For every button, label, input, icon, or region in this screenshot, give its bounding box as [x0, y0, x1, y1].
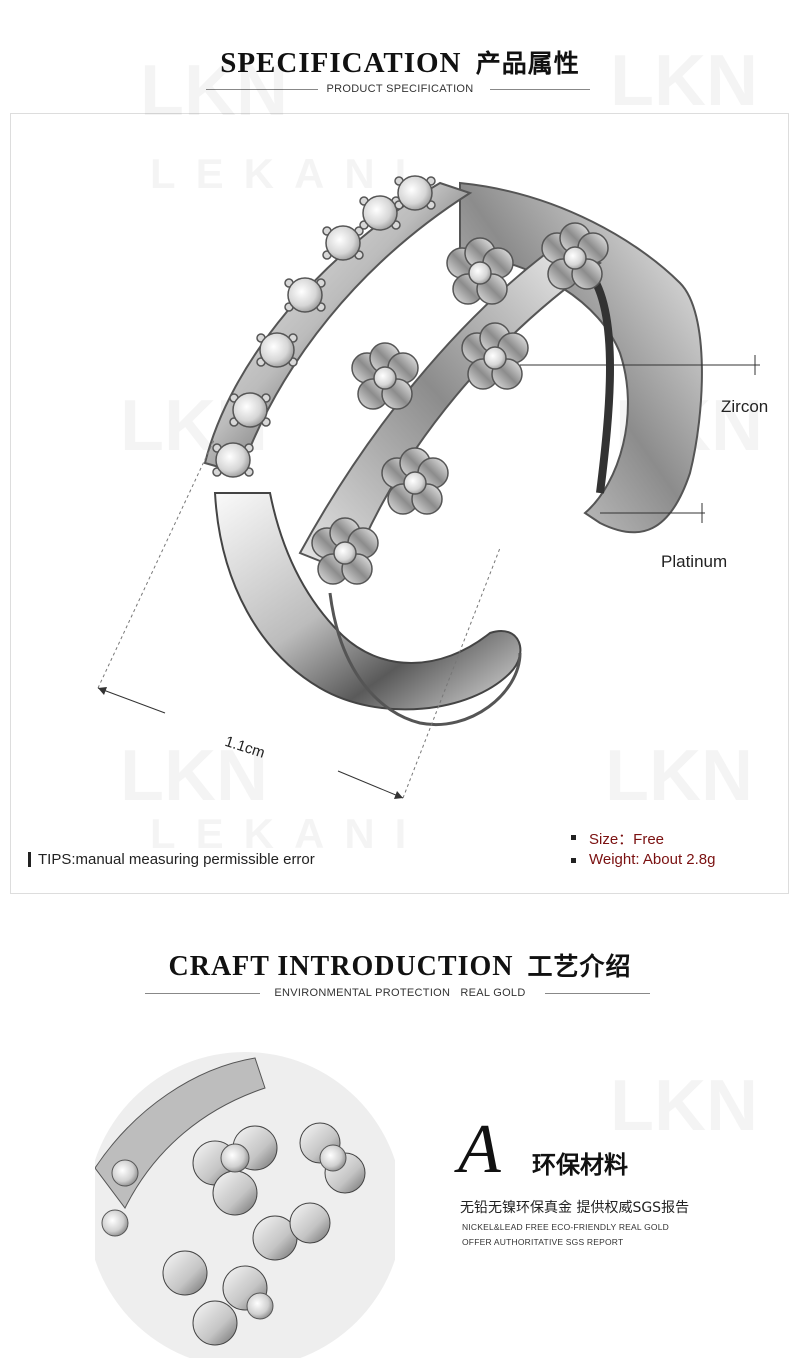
- label-platinum: Platinum: [661, 552, 728, 571]
- craft-letter: A: [458, 1111, 501, 1188]
- spec-subtitle: PRODUCT SPECIFICATION: [326, 83, 474, 95]
- detail-circle-image: [95, 1052, 395, 1358]
- craft-desc-cn: 无铅无镍环保真金 提供权威SGS报告: [460, 1200, 690, 1216]
- zircon-stone: [287, 277, 323, 313]
- ring-front-band-2: [328, 592, 522, 726]
- dim-dash-left: [97, 437, 216, 689]
- watermark-brand: LEKANI: [150, 150, 426, 198]
- craft-desc-en-1: NICKEL&LEAD FREE ECO-FRIENDLY REAL GOLD: [462, 1222, 669, 1232]
- weight-bullet: [571, 858, 576, 863]
- ring-top-band: [203, 181, 473, 475]
- dim-arrowhead-left: [98, 687, 107, 695]
- craft-rule-left: [145, 993, 260, 994]
- watermark-logo: LKN: [140, 50, 288, 132]
- size-bullet: [571, 835, 576, 840]
- detail-flowers: [101, 1122, 366, 1346]
- dim-dash-right: [402, 547, 501, 799]
- flower-zircon: [483, 346, 507, 370]
- zircon-stone: [232, 392, 268, 428]
- ring-front-band: [213, 492, 522, 711]
- craft-title-en: CRAFT INTRODUCTION: [168, 951, 514, 982]
- dim-arrow-left: [97, 687, 166, 714]
- watermark-logo: LKN: [605, 735, 753, 817]
- spec-title-cn: 产品属性: [475, 49, 580, 78]
- flower-zircon: [403, 471, 427, 495]
- watermark-brand: LEKANI: [150, 810, 426, 858]
- dim-arrow-right: [337, 770, 404, 799]
- zircon-stone: [259, 332, 295, 368]
- zircon-stone: [215, 442, 251, 478]
- craft-title-cn: 工艺介绍: [527, 952, 632, 981]
- flower-zircon: [468, 261, 492, 285]
- craft-heading-cn: 环保材料: [532, 1151, 628, 1179]
- zircon-stone: [362, 195, 398, 231]
- ring-back-band: [459, 181, 703, 534]
- watermark-logo: LKN: [610, 1065, 758, 1147]
- spec-rule-left: [206, 89, 318, 90]
- spec-title-en: SPECIFICATION: [220, 47, 462, 79]
- size-text: Size：Free: [589, 831, 665, 848]
- flower-zircon: [333, 541, 357, 565]
- ring-gems: [212, 175, 609, 585]
- spec-rule-right: [490, 89, 590, 90]
- watermark-logo: LKN: [610, 40, 758, 122]
- label-zircon: Zircon: [721, 397, 769, 416]
- zircon-stone: [397, 175, 433, 211]
- tips-text: TIPS:manual measuring permissible error: [38, 851, 315, 868]
- spec-image-box: [10, 113, 789, 894]
- craft-subtitle-text: ENVIRONMENTAL PROTECTION REAL GOLD: [274, 987, 526, 999]
- watermark-logo: LKN: [120, 735, 268, 817]
- tips-bar: [28, 852, 31, 867]
- craft-title: CRAFT INTRODUCTION 工艺介绍: [0, 947, 800, 983]
- craft-desc-en-2: OFFER AUTHORITATIVE SGS REPORT: [462, 1237, 624, 1247]
- zircon-stone: [325, 225, 361, 261]
- craft-rule-right: [545, 993, 650, 994]
- spec-title: SPECIFICATION 产品属性: [0, 44, 800, 80]
- dim-arrowhead-right: [394, 791, 403, 799]
- ring-back-inner: [586, 270, 614, 494]
- flower-zircon: [563, 246, 587, 270]
- weight-text: Weight: About 2.8g: [589, 851, 716, 868]
- callouts: [97, 355, 760, 799]
- flower-zircon: [373, 366, 397, 390]
- craft-subtitle: ENVIRONMENTAL PROTECTION REAL GOLD: [0, 987, 800, 999]
